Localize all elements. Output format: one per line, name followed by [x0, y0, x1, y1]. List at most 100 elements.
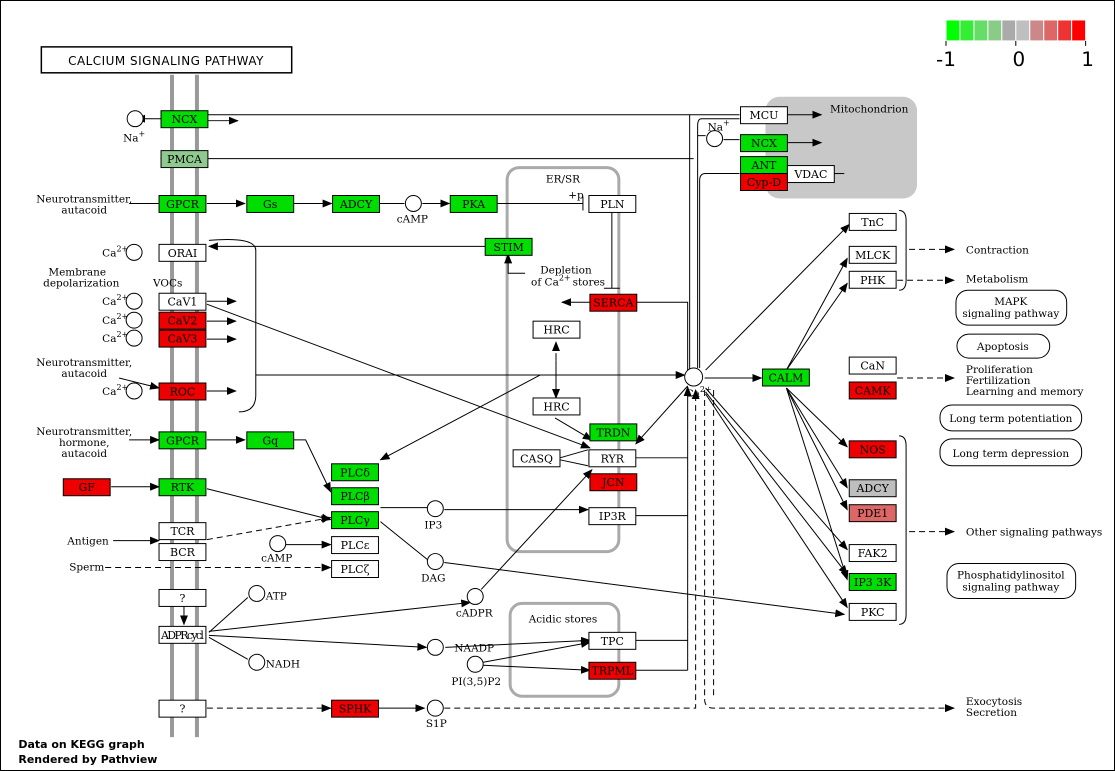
gene-box-sphk[interactable] [331, 699, 379, 718]
gene-box-calm[interactable] [761, 368, 810, 387]
gene-box-plcg[interactable] [331, 511, 379, 530]
gene-node-trpml[interactable]: TRPML [588, 661, 637, 680]
gene-node-casq[interactable]: CASQ [512, 449, 561, 468]
gene-node-plcb[interactable]: PLCβ [331, 487, 379, 506]
gene-label-cav2[interactable]: CaV2 [168, 315, 198, 328]
gene-label-plcz[interactable]: PLCζ [341, 563, 370, 576]
gene-box-serca[interactable] [589, 293, 638, 312]
gene-label-gpcr2[interactable]: GPCR [166, 434, 200, 447]
gene-box-gq[interactable] [246, 431, 295, 450]
ltd-link[interactable]: Long term depression [953, 448, 1070, 460]
gene-node-tpc[interactable]: TPC [588, 631, 637, 650]
gene-node-roc[interactable]: ROC [158, 382, 207, 401]
gene-box-trpml[interactable] [588, 661, 637, 680]
ltd-link-box[interactable] [939, 438, 1083, 467]
gene-node-adcy2[interactable]: ADCY [848, 479, 897, 498]
gene-node-trdn[interactable]: TRDN [589, 423, 638, 442]
gene-box-cav2[interactable] [158, 311, 207, 330]
gene-box-plcb[interactable] [331, 487, 379, 506]
gene-label-adprc[interactable]: ADPRcycl [160, 629, 204, 642]
gene-node-hrc2[interactable]: HRC [532, 397, 581, 416]
gene-box-ncx2[interactable] [740, 134, 788, 153]
gene-box-orai[interactable] [158, 243, 207, 262]
gene-label-jcn[interactable]: JCN [601, 476, 625, 489]
compound-ca-roc[interactable] [125, 382, 143, 400]
mapk-link-box[interactable] [955, 289, 1068, 326]
gene-label-mcu[interactable]: MCU [750, 109, 779, 122]
gene-node-mcu[interactable]: MCU [740, 106, 788, 125]
gene-node-camk[interactable]: CAMK [848, 381, 897, 400]
gene-node-pde1[interactable]: PDE1 [848, 504, 897, 523]
gene-node-bcr[interactable]: BCR [158, 543, 207, 562]
gene-label-hrc2[interactable]: HRC [543, 400, 569, 413]
gene-box-rtk[interactable] [158, 478, 207, 497]
gene-label-adcy1[interactable]: ADCY [339, 198, 373, 211]
gene-box-cav3[interactable] [158, 329, 207, 348]
gene-box-gs[interactable] [246, 194, 295, 213]
gene-node-pln[interactable]: PLN [588, 194, 637, 213]
compound-camp-2[interactable] [269, 535, 287, 553]
gene-box-mlck[interactable] [848, 245, 897, 264]
gene-box-bcr[interactable] [158, 543, 207, 562]
gene-box-pln[interactable] [588, 194, 637, 213]
gene-node-gq[interactable]: Gq [246, 431, 295, 450]
gene-label-rtk[interactable]: RTK [171, 481, 195, 494]
gene-label-calm[interactable]: CALM [768, 372, 803, 385]
gene-box-mcu[interactable] [740, 106, 788, 125]
gene-label-vdac[interactable]: VDAC [793, 168, 827, 181]
gene-node-calm[interactable]: CALM [761, 368, 810, 387]
gene-label-tnc[interactable]: TnC [861, 216, 884, 229]
gene-label-tcr[interactable]: TCR [170, 525, 195, 538]
compound-camp-1[interactable] [404, 194, 422, 212]
gene-node-q2[interactable]: ? [158, 699, 207, 718]
compound-ca-cav2[interactable] [125, 311, 143, 329]
gene-box-pkc[interactable] [848, 602, 897, 621]
compound-pip2[interactable] [466, 655, 484, 673]
gene-node-pkc[interactable]: PKC [848, 602, 897, 621]
gene-label-ncx2[interactable]: NCX [751, 137, 777, 150]
gene-box-phk[interactable] [848, 270, 897, 289]
gene-label-serca[interactable]: SERCA [593, 297, 634, 310]
gene-node-adprc[interactable]: ADPRcycl [158, 625, 207, 644]
compound-ca-cav1[interactable] [125, 292, 143, 310]
gene-label-sphk[interactable]: SPHK [339, 703, 372, 716]
gene-node-q1[interactable]: ? [158, 588, 207, 607]
gene-node-plcd[interactable]: PLCδ [331, 463, 379, 482]
gene-node-phk[interactable]: PHK [848, 270, 897, 289]
gene-node-cav2[interactable]: CaV2 [158, 311, 207, 330]
gene-box-plcd[interactable] [331, 463, 379, 482]
gene-box-can[interactable] [848, 356, 897, 375]
gene-box-ip33k[interactable] [848, 573, 897, 591]
gene-label-ncx1[interactable]: NCX [172, 113, 198, 126]
gene-node-hrc1[interactable]: HRC [532, 320, 581, 339]
compound-dag[interactable] [426, 553, 444, 571]
gene-box-hrc2[interactable] [532, 397, 581, 416]
gene-box-gpcr2[interactable] [158, 431, 207, 450]
gene-label-ryr[interactable]: RYR [601, 452, 625, 465]
gene-box-casq[interactable] [512, 449, 561, 468]
gene-box-ryr[interactable] [588, 449, 637, 468]
gene-box-cav1[interactable] [158, 292, 207, 311]
gene-node-ip3r[interactable]: IP3R [588, 507, 637, 526]
gene-label-roc[interactable]: ROC [170, 385, 196, 398]
compound-cadpr[interactable] [466, 587, 484, 605]
gene-label-pka[interactable]: PKA [462, 198, 486, 211]
gene-node-tcr[interactable]: TCR [158, 522, 207, 541]
gene-label-stim[interactable]: STIM [493, 241, 523, 254]
gene-label-plcb[interactable]: PLCβ [340, 490, 369, 503]
gene-node-pka[interactable]: PKA [449, 194, 498, 213]
gene-box-jcn[interactable] [589, 473, 638, 492]
gene-box-adcy1[interactable] [332, 194, 380, 213]
gene-box-plce[interactable] [331, 536, 379, 555]
phosphatidyl-link-line1[interactable]: Phosphatidylinositol [957, 569, 1065, 581]
gene-box-vdac[interactable] [786, 165, 835, 184]
gene-box-pmca[interactable] [160, 150, 209, 169]
gene-box-hrc1[interactable] [532, 320, 581, 339]
gene-label-trpml[interactable]: TRPML [592, 665, 634, 678]
compound-ca-orai[interactable] [125, 243, 143, 261]
gene-node-tnc[interactable]: TnC [848, 212, 897, 231]
apoptosis-link[interactable]: Apoptosis [976, 341, 1029, 353]
phosphatidyl-link-line2[interactable]: signaling pathway [962, 581, 1059, 593]
gene-label-cypd[interactable]: Cyp-D [747, 176, 781, 189]
gene-node-nos[interactable]: NOS [848, 440, 897, 459]
